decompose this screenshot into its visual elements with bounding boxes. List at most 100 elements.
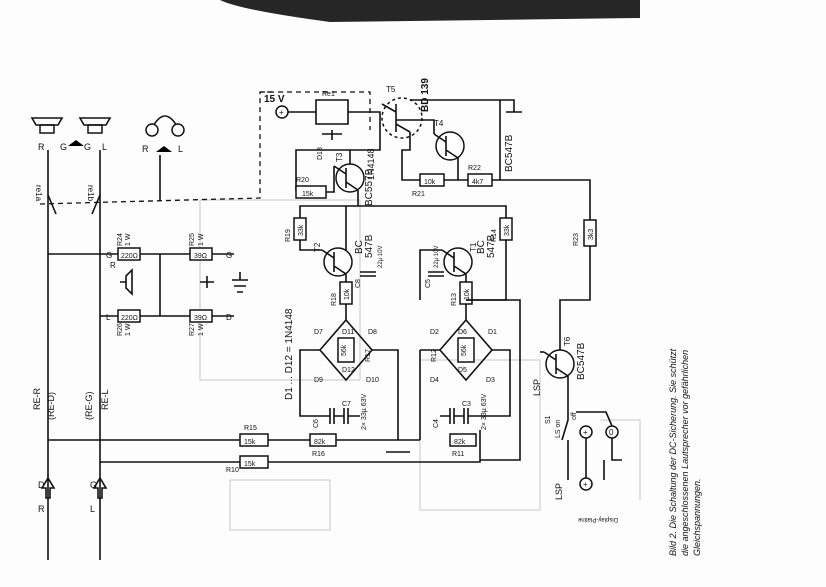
t5-transistor — [381, 97, 423, 139]
label: L — [90, 504, 95, 514]
wire — [268, 430, 481, 463]
wire — [576, 411, 622, 461]
figure-caption: Bild 2. Die Schaltung der DC-Sicherung. … — [668, 348, 702, 556]
r12-resistor — [457, 337, 475, 363]
s1-switch — [561, 376, 569, 460]
label: D8 — [368, 329, 377, 336]
label: D2 — [430, 329, 439, 336]
wire — [480, 349, 511, 417]
ground-arrow-icon — [68, 140, 84, 146]
label: G — [84, 142, 91, 152]
t5-symbol — [381, 103, 411, 133]
value: 220Ω — [121, 315, 138, 322]
label: D3 — [486, 377, 495, 384]
speaker-right-icon — [30, 117, 64, 134]
value: 15k — [244, 439, 256, 446]
label: R24 — [117, 233, 124, 246]
label: re1b — [86, 185, 95, 202]
label: C4 — [433, 419, 440, 428]
label: 1N4148 — [366, 148, 376, 180]
label: 1 W — [125, 323, 132, 336]
wire — [299, 240, 347, 282]
value: 15k — [302, 191, 314, 198]
label: G — [106, 251, 112, 260]
value: 15k — [244, 461, 256, 468]
value: 22µ 10V — [434, 246, 440, 268]
plus-icon: + — [583, 480, 588, 489]
label: G — [60, 142, 67, 152]
label: G — [226, 251, 232, 260]
value: 39Ω — [194, 253, 207, 260]
d13-diode-icon — [322, 130, 342, 140]
label: D — [38, 480, 45, 490]
label: S1 — [545, 415, 552, 424]
label: D7 — [314, 329, 323, 336]
label: BD 139 — [420, 78, 431, 112]
label: C3 — [462, 401, 471, 408]
value: 33k — [298, 224, 305, 236]
label: R — [38, 142, 45, 152]
label: D9 — [314, 377, 323, 384]
t4-transistor — [435, 131, 465, 161]
value: 10k — [344, 288, 351, 300]
label: T3 — [335, 152, 344, 162]
t2-transistor — [323, 247, 353, 277]
label: (RE-G) — [84, 392, 94, 421]
wire — [466, 299, 521, 461]
value: 82k — [314, 439, 326, 446]
relay-box-dash — [260, 91, 371, 130]
label: D10 — [366, 377, 379, 384]
t1-symbol — [441, 249, 467, 275]
wire — [372, 349, 399, 380]
label: R — [38, 504, 45, 514]
caption-line-3: Gleichspannungen. — [692, 478, 702, 556]
t6-symbol — [543, 351, 569, 377]
label: G — [90, 480, 97, 490]
label: R23 — [573, 233, 580, 246]
label: Re1 — [322, 91, 335, 98]
value: 2× 33µ 63V — [361, 394, 368, 430]
headphone-jack-icon — [200, 276, 214, 288]
label: 1 W — [198, 233, 205, 246]
label: BC — [354, 240, 365, 254]
label: R27 — [189, 323, 196, 336]
ground-top — [410, 99, 522, 113]
label: D5 — [458, 367, 467, 374]
label: D6 — [458, 329, 467, 336]
label: D13 — [317, 147, 324, 160]
value: 22µ 10V — [378, 246, 384, 268]
caption-line-2: die angeschlossenen Lautsprecher vor gef… — [680, 350, 690, 556]
wire — [401, 132, 420, 181]
label: R12 — [431, 349, 438, 362]
relay-contact-a — [47, 194, 57, 215]
label: BC547B — [504, 134, 515, 172]
label: D1 — [488, 329, 497, 336]
value: 2× 33µ 63V — [481, 394, 488, 430]
label: R — [110, 261, 116, 270]
t3-symbol — [333, 165, 359, 191]
t4-symbol — [433, 133, 459, 159]
value: 4k7 — [472, 179, 483, 186]
label: LS on — [555, 420, 562, 438]
label: off — [571, 412, 578, 420]
label: 547B — [364, 234, 375, 258]
label: R22 — [468, 165, 481, 172]
label: R17 — [365, 349, 372, 362]
label: RE-R — [32, 388, 42, 410]
label: T4 — [434, 119, 444, 128]
relay-coil — [288, 99, 349, 125]
label: D11 — [342, 329, 354, 336]
label: D12 — [342, 367, 355, 374]
diode-bridge-right — [438, 318, 494, 382]
label: R20 — [296, 177, 309, 184]
label: R19 — [285, 229, 292, 242]
label: T6 — [563, 336, 572, 346]
scan-shadow — [220, 0, 640, 22]
label: R21 — [412, 191, 425, 198]
t6-transistor — [545, 349, 575, 379]
label: R15 — [244, 425, 257, 432]
ground-rail — [386, 380, 410, 453]
supply-label: 15 V — [264, 94, 285, 105]
